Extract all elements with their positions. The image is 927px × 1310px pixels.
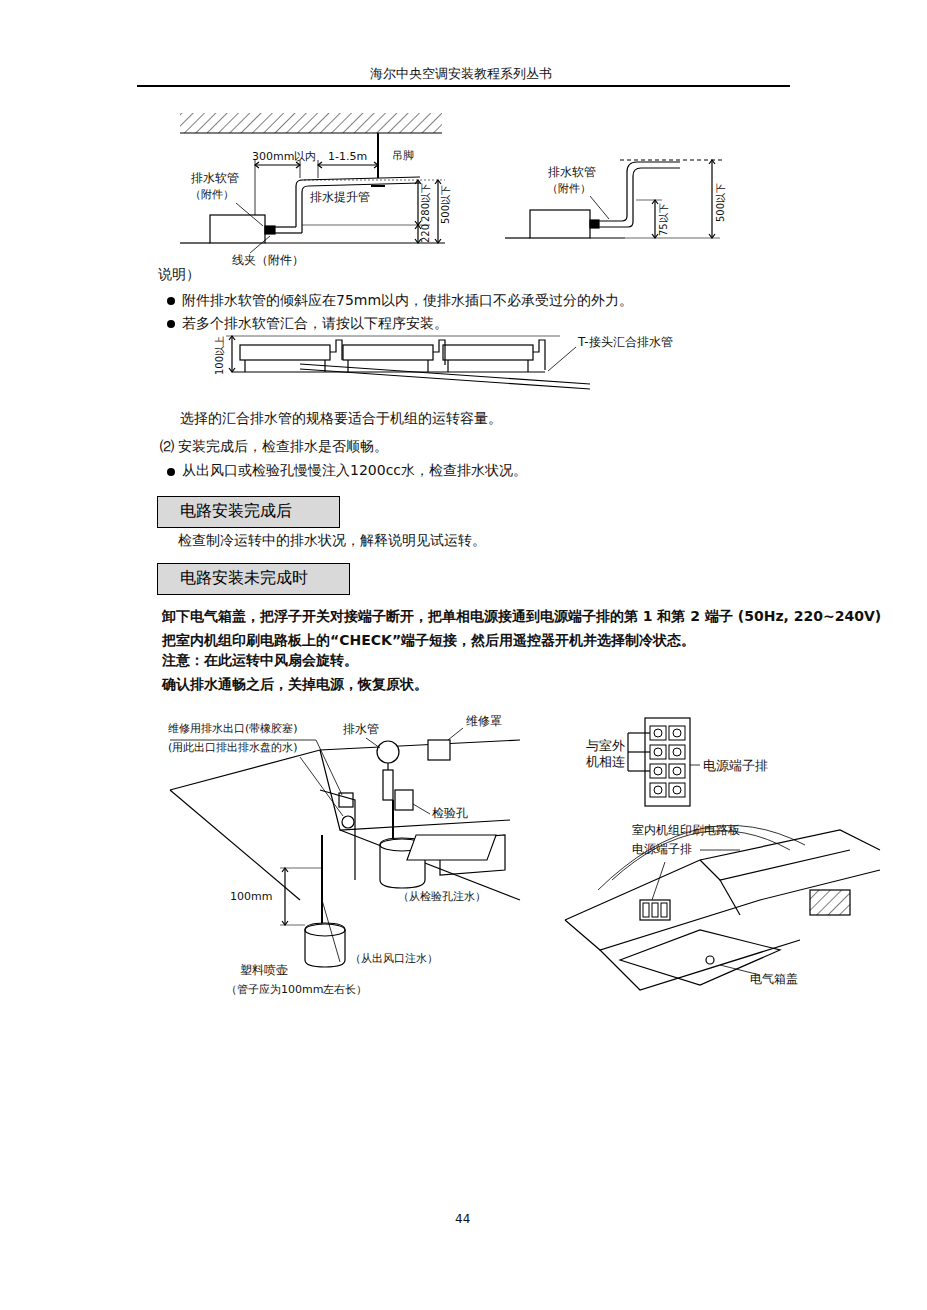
part-name: 维修用排水出口(带橡胶塞): [168, 722, 298, 735]
part-name: 线夹（附件）: [232, 253, 304, 267]
part-name: 塑料喷壶: [240, 963, 288, 977]
part-name: 排水软管: [191, 171, 239, 185]
section-heading-box: 电路安装完成后: [157, 496, 340, 528]
part-name: T-接头汇合排水管: [578, 335, 673, 349]
note-heading: 说明）: [158, 266, 200, 283]
part-name: 与室外机相连: [586, 738, 628, 769]
part-note: （从出风口注水）: [350, 952, 438, 965]
section-heading: 电路安装完成后: [180, 501, 292, 520]
dimension: 500以下: [440, 185, 452, 224]
dimension: 100mm: [230, 890, 272, 903]
note-text: 选择的汇合排水管的规格要适合于机组的运转容量。: [180, 410, 502, 427]
part-name: 电源端子排: [632, 842, 692, 856]
instruction-text: 确认排水通畅之后，关掉电源，恢复原状。: [162, 676, 428, 693]
caution-text: 注意：在此运转中风扇会旋转。: [162, 652, 358, 669]
part-name: 吊脚: [392, 149, 414, 162]
part-note: （管子应为100mm左右长）: [226, 983, 367, 996]
page-number: 44: [455, 1212, 470, 1226]
dimension: 220: [420, 224, 432, 243]
part-name: 检验孔: [432, 806, 468, 820]
dimension: 500以下: [715, 183, 727, 222]
part-name: 电源端子排: [703, 758, 768, 774]
note-text: 从出风口或检验孔慢慢注入1200cc水，检查排水状况。: [182, 462, 527, 479]
dimension: 75以下: [658, 203, 670, 236]
part-note: （从检验孔注水）: [398, 890, 486, 903]
section-heading: 电路安装未完成时: [180, 568, 308, 587]
note-text: 附件排水软管的倾斜应在75mm以内，使排水插口不必承受过分的外力。: [182, 292, 633, 309]
dimension: 1-1.5m: [328, 150, 367, 163]
part-note: (用此出口排出排水盘的水): [168, 741, 298, 754]
note-text: ⑵ 安装完成后，检查排水是否顺畅。: [160, 438, 388, 455]
part-name: 维修罩: [466, 714, 502, 728]
dimension: 280以下: [420, 183, 432, 222]
running-header: 海尔中央空调安装教程系列丛书: [370, 66, 552, 82]
part-name: 排水提升管: [310, 190, 370, 204]
part-name: 电气箱盖: [750, 972, 798, 986]
instruction-text: 卸下电气箱盖，把浮子开关对接端子断开，把单相电源接通到电源端子排的第 1 和第 …: [162, 604, 892, 652]
part-name: 排水管: [343, 722, 379, 736]
body-text: 检查制冷运转中的排水状况，解释说明见试运转。: [178, 532, 486, 549]
part-name: 排水软管: [548, 165, 596, 179]
part-note: （附件）: [190, 188, 234, 201]
section-heading-box: 电路安装未完成时: [157, 563, 350, 595]
dimension: 300mm以内: [252, 150, 316, 163]
part-name: 室内机组印刷电路板: [632, 823, 740, 837]
note-text: 若多个排水软管汇合，请按以下程序安装。: [182, 315, 448, 332]
part-note: （附件）: [547, 182, 591, 195]
dimension: 100以上: [214, 336, 226, 375]
